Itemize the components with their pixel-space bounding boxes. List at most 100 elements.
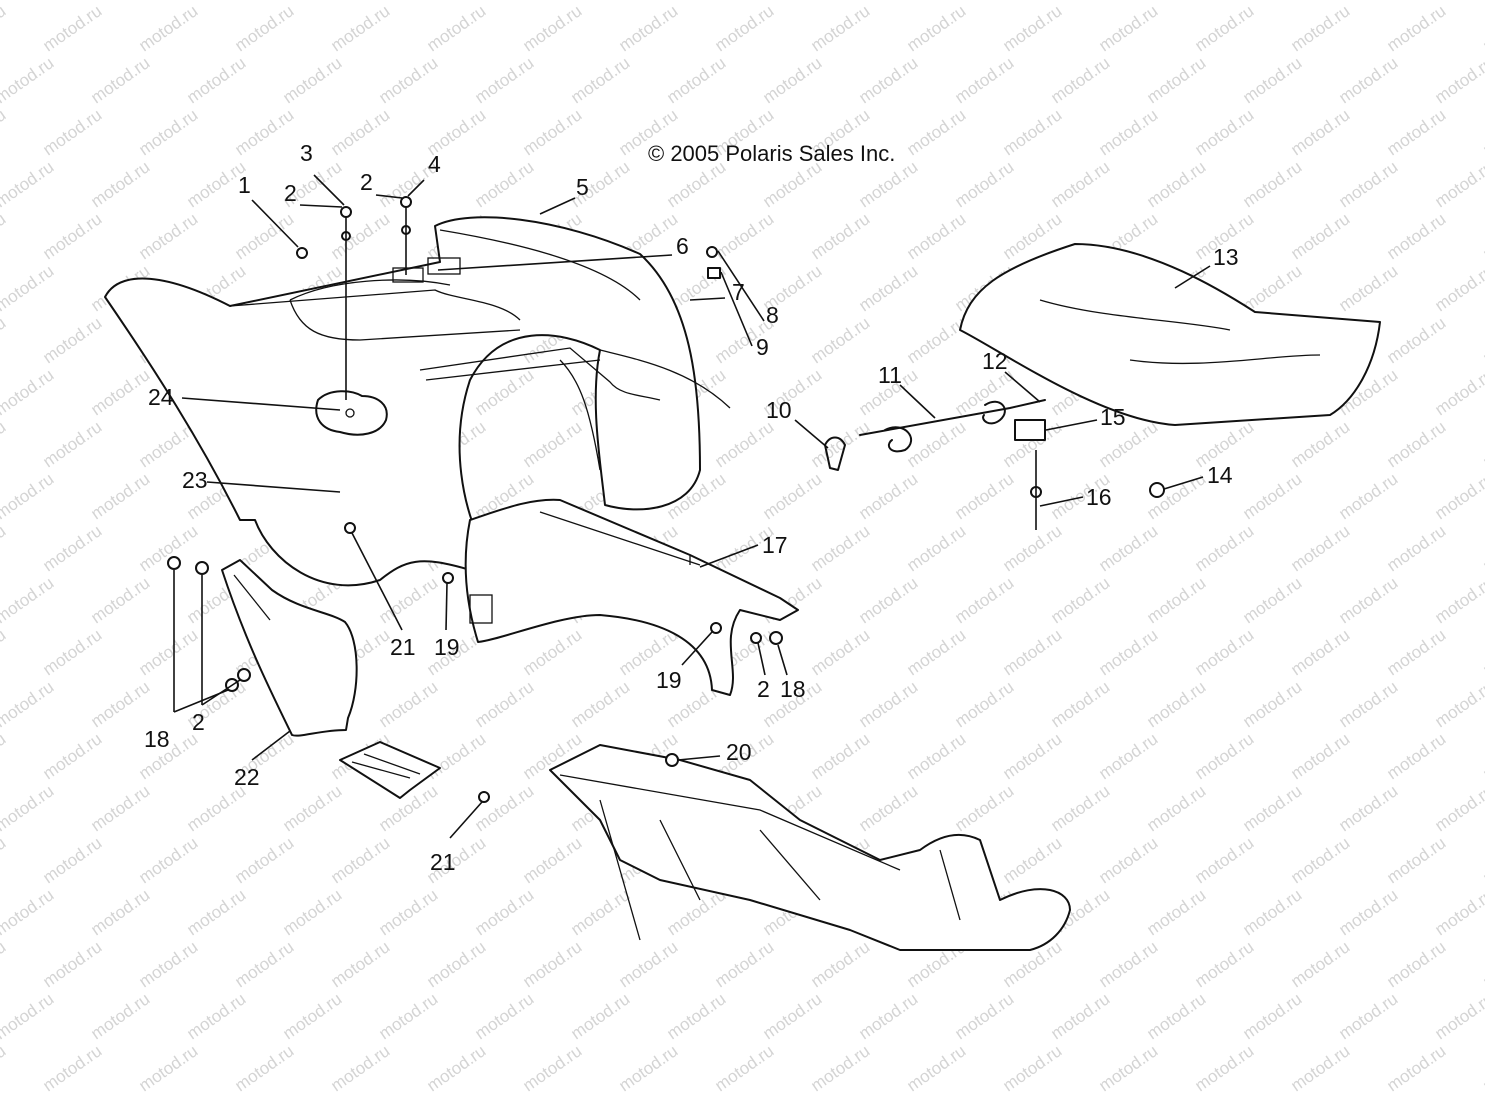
watermark-text: motod.ru bbox=[855, 53, 921, 107]
watermark-text: motod.ru bbox=[1143, 781, 1209, 835]
watermark-text: motod.ru bbox=[1095, 833, 1161, 887]
watermark-text: motod.ru bbox=[0, 781, 57, 835]
watermark-text: motod.ru bbox=[1287, 1, 1353, 55]
watermark-text: motod.ru bbox=[903, 1041, 969, 1095]
watermark-text: motod.ru bbox=[279, 53, 345, 107]
watermark-text: motod.ru bbox=[1479, 521, 1485, 575]
watermark-text: motod.ru bbox=[1047, 53, 1113, 107]
watermark-text: motod.ru bbox=[0, 729, 9, 783]
watermark-text: motod.ru bbox=[1335, 677, 1401, 731]
watermark-text: motod.ru bbox=[0, 937, 9, 991]
callout-4: 4 bbox=[428, 151, 441, 177]
watermark-text: motod.ru bbox=[519, 1, 585, 55]
watermark-text: motod.ru bbox=[1287, 209, 1353, 263]
watermark-text: motod.ru bbox=[1239, 261, 1305, 315]
watermark-text: motod.ru bbox=[39, 937, 105, 991]
watermark-text: motod.ru bbox=[1431, 261, 1485, 315]
watermark-text: motod.ru bbox=[39, 313, 105, 367]
watermark-text: motod.ru bbox=[951, 989, 1017, 1043]
callout-11: 11 bbox=[878, 362, 902, 388]
callout-22: 22 bbox=[234, 764, 260, 790]
watermark-text: motod.ru bbox=[999, 833, 1065, 887]
callout-19: 19 bbox=[434, 634, 460, 660]
watermark-text: motod.ru bbox=[327, 1, 393, 55]
callout-18: 18 bbox=[780, 676, 806, 702]
watermark-text: motod.ru bbox=[951, 573, 1017, 627]
watermark-text: motod.ru bbox=[1143, 53, 1209, 107]
watermark-text: motod.ru bbox=[567, 989, 633, 1043]
hardware bbox=[167, 196, 1165, 803]
watermark-text: motod.ru bbox=[855, 677, 921, 731]
watermark-text: motod.ru bbox=[1287, 521, 1353, 575]
watermark-text: motod.ru bbox=[1479, 937, 1485, 991]
watermark-text: motod.ru bbox=[711, 417, 777, 471]
watermark-text: motod.ru bbox=[0, 625, 9, 679]
watermark-text: motod.ru bbox=[1047, 573, 1113, 627]
watermark-text: motod.ru bbox=[1239, 781, 1305, 835]
watermark-text: motod.ru bbox=[855, 989, 921, 1043]
watermark-text: motod.ru bbox=[135, 1, 201, 55]
watermark-text: motod.ru bbox=[375, 53, 441, 107]
watermark-text: motod.ru bbox=[1239, 885, 1305, 939]
watermark-text: motod.ru bbox=[135, 625, 201, 679]
watermark-text: motod.ru bbox=[375, 989, 441, 1043]
watermark-text: motod.ru bbox=[999, 521, 1065, 575]
watermark-text: motod.ru bbox=[1431, 677, 1485, 731]
watermark-text: motod.ru bbox=[1095, 1, 1161, 55]
watermark-text: motod.ru bbox=[1191, 937, 1257, 991]
watermark-text: motod.ru bbox=[1239, 0, 1305, 3]
watermark-text: motod.ru bbox=[1047, 157, 1113, 211]
watermark-text: motod.ru bbox=[327, 937, 393, 991]
watermark-text: motod.ru bbox=[471, 781, 537, 835]
callout-15: 15 bbox=[1100, 404, 1126, 430]
watermark-text: motod.ru bbox=[519, 1041, 585, 1095]
watermark-text: motod.ru bbox=[663, 0, 729, 3]
watermark-text: motod.ru bbox=[471, 157, 537, 211]
watermark-text: motod.ru bbox=[87, 469, 153, 523]
callout-9: 9 bbox=[756, 334, 769, 360]
watermark-text: motod.ru bbox=[1479, 1041, 1485, 1095]
callout-19: 19 bbox=[656, 667, 682, 693]
watermark-text: motod.ru bbox=[375, 573, 441, 627]
watermark-text: motod.ru bbox=[183, 885, 249, 939]
watermark-text: motod.ru bbox=[231, 1, 297, 55]
watermark-text: motod.ru bbox=[1287, 729, 1353, 783]
callout-2: 2 bbox=[757, 676, 770, 702]
watermark-text: motod.ru bbox=[999, 1, 1065, 55]
watermark-text: motod.ru bbox=[807, 1, 873, 55]
watermark-text: motod.ru bbox=[0, 417, 9, 471]
watermark-text: motod.ru bbox=[135, 209, 201, 263]
watermark-text: motod.ru bbox=[567, 0, 633, 3]
watermark-text: motod.ru bbox=[1143, 677, 1209, 731]
watermark-text: motod.ru bbox=[375, 0, 441, 3]
watermark-text: motod.ru bbox=[87, 157, 153, 211]
watermark-text: motod.ru bbox=[1191, 625, 1257, 679]
watermark-text: motod.ru bbox=[471, 53, 537, 107]
watermark-text: motod.ru bbox=[1143, 573, 1209, 627]
watermark-text: motod.ru bbox=[1095, 521, 1161, 575]
watermark-text: motod.ru bbox=[711, 1, 777, 55]
callout-21: 21 bbox=[390, 634, 416, 660]
watermark-text: motod.ru bbox=[231, 1041, 297, 1095]
callout-18: 18 bbox=[144, 726, 170, 752]
watermark-text: motod.ru bbox=[807, 625, 873, 679]
callout-2: 2 bbox=[360, 169, 373, 195]
frame bbox=[549, 744, 1071, 951]
watermark-text: motod.ru bbox=[1383, 417, 1449, 471]
watermark-text: motod.ru bbox=[519, 625, 585, 679]
watermark-text: motod.ru bbox=[759, 53, 825, 107]
watermark-text: motod.ru bbox=[231, 937, 297, 991]
watermark-text: motod.ru bbox=[519, 105, 585, 159]
watermark-text: motod.ru bbox=[759, 989, 825, 1043]
watermark-text: motod.ru bbox=[1239, 989, 1305, 1043]
watermark-text: motod.ru bbox=[0, 313, 9, 367]
watermark-text: motod.ru bbox=[999, 625, 1065, 679]
watermark-text: motod.ru bbox=[87, 53, 153, 107]
watermark-text: motod.ru bbox=[951, 53, 1017, 107]
watermark-text: motod.ru bbox=[567, 53, 633, 107]
watermark-text: motod.ru bbox=[1335, 781, 1401, 835]
watermark-text: motod.ru bbox=[87, 0, 153, 3]
watermark-text: motod.ru bbox=[1479, 625, 1485, 679]
watermark-text: motod.ru bbox=[87, 677, 153, 731]
